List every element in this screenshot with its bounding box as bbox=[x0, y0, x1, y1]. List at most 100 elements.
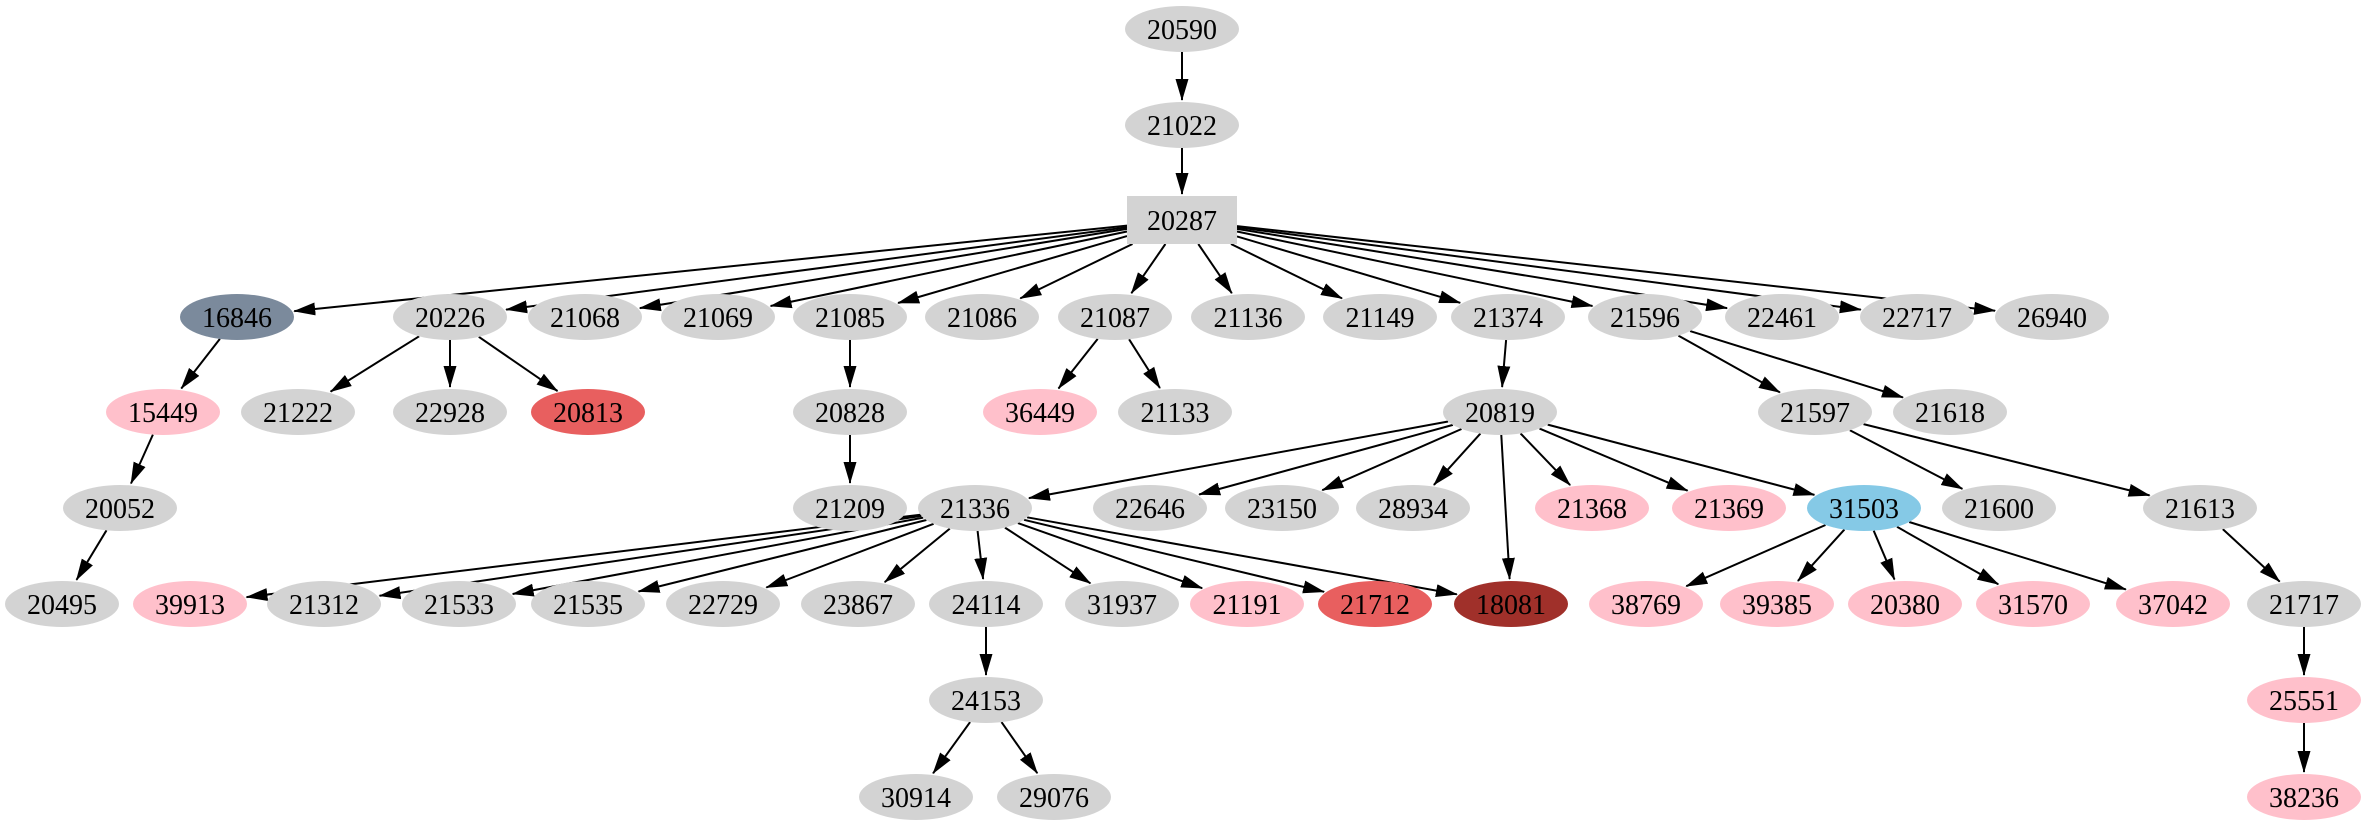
graph-edge-20287-21085 bbox=[897, 235, 1128, 304]
node-label: 23150 bbox=[1247, 494, 1317, 525]
graph-edge-21336-31937 bbox=[1004, 526, 1092, 585]
graph-edge-20819-23150 bbox=[1321, 428, 1462, 492]
graph-edge-16846-15449 bbox=[180, 338, 221, 390]
graph-node-21597: 21597 bbox=[1758, 389, 1872, 435]
node-ellipse-shape bbox=[2247, 774, 2361, 820]
node-label: 28934 bbox=[1378, 494, 1448, 525]
node-ellipse-shape bbox=[63, 485, 177, 531]
node-ellipse-shape bbox=[2247, 677, 2361, 723]
node-label: 20226 bbox=[415, 303, 485, 334]
node-label: 29076 bbox=[1019, 783, 1089, 814]
node-label: 21312 bbox=[289, 590, 359, 621]
node-ellipse-shape bbox=[1451, 294, 1565, 340]
node-ellipse-shape bbox=[5, 581, 119, 627]
graph-edge-20287-21087 bbox=[1130, 243, 1167, 295]
graph-node-38236: 38236 bbox=[2247, 774, 2361, 820]
graph-node-28934: 28934 bbox=[1356, 485, 1470, 531]
node-ellipse-shape bbox=[983, 389, 1097, 435]
node-label: 21613 bbox=[2165, 494, 2235, 525]
node-label: 21085 bbox=[815, 303, 885, 334]
graph-node-20828: 20828 bbox=[793, 389, 907, 435]
graph-node-21069: 21069 bbox=[661, 294, 775, 340]
graph-node-15449: 15449 bbox=[106, 389, 220, 435]
node-ellipse-shape bbox=[528, 294, 642, 340]
graph-edge-21336-21712 bbox=[1023, 518, 1326, 594]
graph-node-22928: 22928 bbox=[393, 389, 507, 435]
node-label: 38236 bbox=[2269, 783, 2339, 814]
graph-node-22717: 22717 bbox=[1860, 294, 1974, 340]
node-label: 21022 bbox=[1147, 111, 1217, 142]
node-ellipse-shape bbox=[531, 389, 645, 435]
node-ellipse-shape bbox=[801, 581, 915, 627]
node-ellipse-shape bbox=[1893, 389, 2007, 435]
node-ellipse-shape bbox=[1758, 389, 1872, 435]
graph-node-16846: 16846 bbox=[180, 294, 294, 340]
graph-node-21336: 21336 bbox=[918, 485, 1032, 531]
graph-edge-20287-21596 bbox=[1236, 230, 1594, 309]
node-ellipse-shape bbox=[402, 581, 516, 627]
graph-node-21369: 21369 bbox=[1672, 485, 1786, 531]
graph-node-21085: 21085 bbox=[793, 294, 907, 340]
graph-node-29076: 29076 bbox=[997, 774, 1111, 820]
graph-node-22461: 22461 bbox=[1725, 294, 1839, 340]
node-ellipse-shape bbox=[918, 485, 1032, 531]
node-ellipse-shape bbox=[1443, 389, 1557, 435]
node-label: 31937 bbox=[1087, 590, 1157, 621]
graph-node-21368: 21368 bbox=[1535, 485, 1649, 531]
graph-edge-20819-31503 bbox=[1547, 423, 1816, 496]
graph-edge-21336-23867 bbox=[883, 527, 951, 583]
node-ellipse-shape bbox=[666, 581, 780, 627]
node-label: 22928 bbox=[415, 398, 485, 429]
node-ellipse-shape bbox=[859, 774, 973, 820]
node-ellipse-shape bbox=[1125, 6, 1239, 52]
node-label: 22717 bbox=[1882, 303, 1952, 334]
graph-edge-24153-30914 bbox=[932, 721, 971, 775]
node-ellipse-shape bbox=[1942, 485, 2056, 531]
graph-node-20052: 20052 bbox=[63, 485, 177, 531]
graph-node-21133: 21133 bbox=[1118, 389, 1232, 435]
node-label: 20813 bbox=[553, 398, 623, 429]
node-label: 38769 bbox=[1611, 590, 1681, 621]
node-label: 21600 bbox=[1964, 494, 2034, 525]
graph-node-21222: 21222 bbox=[241, 389, 355, 435]
node-label: 22461 bbox=[1747, 303, 1817, 334]
node-label: 21535 bbox=[553, 590, 623, 621]
node-ellipse-shape bbox=[1190, 581, 1304, 627]
node-label: 25551 bbox=[2269, 686, 2339, 717]
node-ellipse-shape bbox=[106, 389, 220, 435]
graph-node-21068: 21068 bbox=[528, 294, 642, 340]
graph-edge-20819-22646 bbox=[1198, 423, 1454, 496]
node-label: 21209 bbox=[815, 494, 885, 525]
graph-edge-20226-21222 bbox=[329, 335, 420, 393]
graph-edge-21336-21535 bbox=[637, 519, 927, 593]
graph-node-38769: 38769 bbox=[1589, 581, 1703, 627]
graph-edge-20287-26940 bbox=[1236, 225, 1997, 315]
node-label: 21368 bbox=[1557, 494, 1627, 525]
node-ellipse-shape bbox=[1454, 581, 1568, 627]
node-label: 30914 bbox=[881, 783, 951, 814]
graph-node-21087: 21087 bbox=[1058, 294, 1172, 340]
node-label: 21222 bbox=[263, 398, 333, 429]
node-label: 21374 bbox=[1473, 303, 1543, 334]
node-label: 21712 bbox=[1340, 590, 1410, 621]
graph-node-26940: 26940 bbox=[1995, 294, 2109, 340]
graph-node-30914: 30914 bbox=[859, 774, 973, 820]
graph-edge-21596-21597 bbox=[1677, 334, 1781, 394]
node-label: 21068 bbox=[550, 303, 620, 334]
node-ellipse-shape bbox=[1356, 485, 1470, 531]
node-label: 20819 bbox=[1465, 398, 1535, 429]
graph-edge-21336-21191 bbox=[1017, 522, 1204, 590]
graph-edge-20287-21069 bbox=[769, 230, 1128, 309]
node-label: 21597 bbox=[1780, 398, 1850, 429]
graph-node-20495: 20495 bbox=[5, 581, 119, 627]
graph-node-20226: 20226 bbox=[393, 294, 507, 340]
graph-edge-20287-22717 bbox=[1236, 226, 1862, 314]
node-ellipse-shape bbox=[2143, 485, 2257, 531]
graph-edge-31503-31570 bbox=[1896, 525, 2000, 586]
graph-node-20380: 20380 bbox=[1848, 581, 1962, 627]
graph-edge-31503-20380 bbox=[1872, 530, 1896, 581]
node-label: 15449 bbox=[128, 398, 198, 429]
node-ellipse-shape bbox=[661, 294, 775, 340]
